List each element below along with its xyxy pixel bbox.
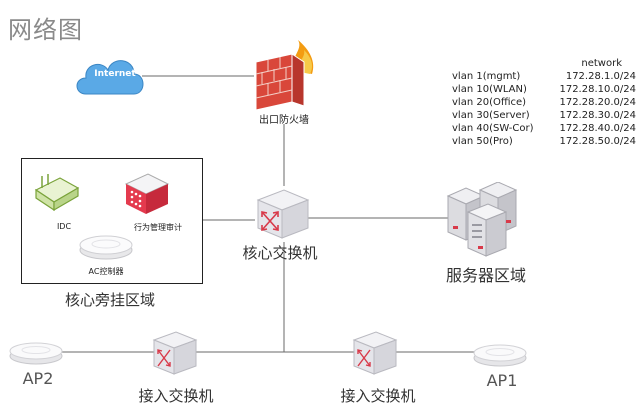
vlan-subnet: 172.28.1.0/24 [565,71,636,82]
ac-controller-label: AC控制器 [88,267,124,276]
idc-device-icon [34,174,80,212]
firewall-label: 出口防火墙 [259,115,309,126]
network-table: network vlan 1(mgmt) 172.28.1.0/24 vlan … [452,57,636,148]
table-row: vlan 20(Office) 172.28.20.0/24 [452,96,636,109]
ap2-label: AP2 [22,369,54,388]
core-switch-label: 核心交换机 [242,244,318,262]
server-cluster-icon [446,182,518,257]
table-row: vlan 50(Pro) 172.28.50.0/24 [452,135,636,148]
table-row: vlan 10(WLAN) 172.28.10.0/24 [452,83,636,96]
internet-label: Internet [94,69,136,79]
server-zone-label: 服务器区域 [445,266,526,285]
idc-label: IDC [56,222,72,231]
vlan-subnet: 172.28.10.0/24 [559,84,636,95]
vlan-name: vlan 20(Office) [452,97,527,108]
page-title: 网络图 [8,16,83,44]
vlan-subnet: 172.28.50.0/24 [559,136,636,147]
vlan-name: vlan 50(Pro) [452,136,513,147]
table-row: vlan 1(mgmt) 172.28.1.0/24 [452,70,636,83]
vlan-name: vlan 10(WLAN) [452,84,527,95]
audit-device-icon [124,173,170,214]
table-row: vlan 40(SW-Cor) 172.28.40.0/24 [452,122,636,135]
access-point-icon [9,342,63,365]
table-row: vlan 30(Server) 172.28.30.0/24 [452,109,636,122]
network-table-header: network [581,58,622,69]
side-zone-label: 核心旁挂区域 [64,291,155,309]
core-switch-icon [256,189,310,239]
ap1-label: AP1 [486,371,518,390]
vlan-subnet: 172.28.20.0/24 [559,97,636,108]
access-switch-icon [352,331,398,375]
access-switch-label: 接入交换机 [340,387,416,405]
access-switch-label: 接入交换机 [138,387,214,405]
ac-controller-icon [79,235,133,260]
firewall-icon [255,40,314,111]
vlan-subnet: 172.28.40.0/24 [559,123,636,134]
vlan-name: vlan 40(SW-Cor) [452,123,534,134]
access-switch-icon [152,331,198,375]
vlan-subnet: 172.28.30.0/24 [559,110,636,121]
vlan-name: vlan 1(mgmt) [452,71,521,82]
vlan-name: vlan 30(Server) [452,110,530,121]
access-point-icon [473,344,527,367]
audit-label: 行为管理审计 [134,223,182,232]
cloud-icon [76,60,144,95]
side-zone-box [21,158,203,284]
